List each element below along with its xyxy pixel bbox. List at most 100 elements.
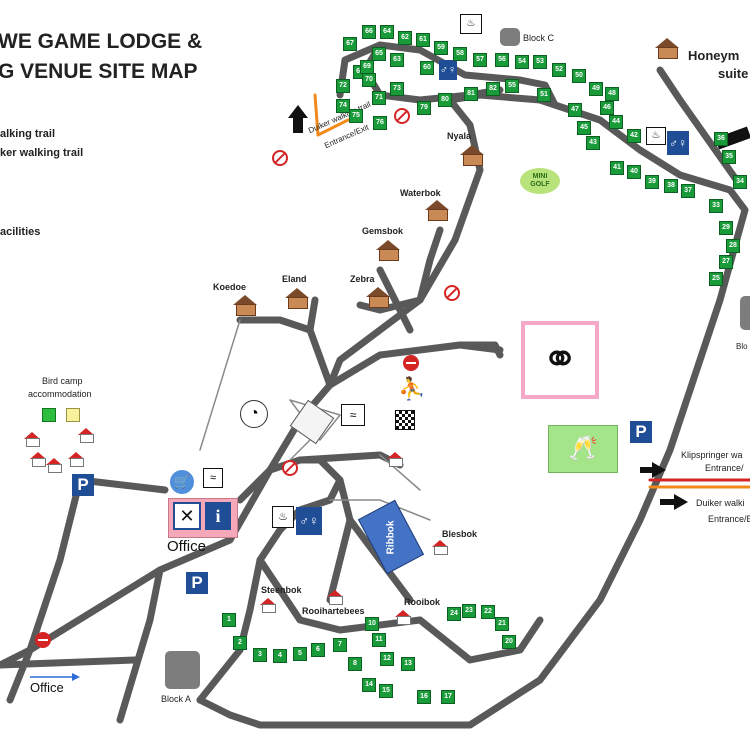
campsite-8[interactable]: 8 [348, 657, 362, 671]
chalet-steenbok-icon [260, 598, 276, 613]
campsite-3[interactable]: 3 [253, 648, 267, 662]
restaurant-icon: ✕ [173, 502, 201, 530]
campsite-54[interactable]: 54 [515, 55, 529, 69]
campsite-82[interactable]: 82 [486, 82, 500, 96]
campsite-62[interactable]: 62 [398, 31, 412, 45]
campsite-47[interactable]: 47 [568, 103, 582, 117]
campsite-34[interactable]: 34 [733, 175, 747, 189]
campsite-69[interactable]: 69 [360, 60, 374, 74]
campsite-56[interactable]: 56 [495, 53, 509, 67]
campsite-39[interactable]: 39 [645, 175, 659, 189]
campsite-73[interactable]: 73 [390, 82, 404, 96]
campsite-52[interactable]: 52 [552, 63, 566, 77]
office-direction-label: Office [30, 680, 64, 695]
campsite-14[interactable]: 14 [362, 678, 376, 692]
campsite-45[interactable]: 45 [577, 121, 591, 135]
campsite-15[interactable]: 15 [379, 684, 393, 698]
campsite-55[interactable]: 55 [505, 79, 519, 93]
duiker-trail [313, 93, 350, 137]
campsite-59[interactable]: 59 [434, 41, 448, 55]
wedding-venue[interactable]: ⚭ [521, 321, 599, 399]
campsite-11[interactable]: 11 [372, 633, 386, 647]
campsite-5[interactable]: 5 [293, 647, 307, 661]
bird-camp-hut-icon [68, 452, 84, 467]
chalet-road-1 [236, 226, 444, 389]
campsite-13[interactable]: 13 [401, 657, 415, 671]
champagne-venue[interactable]: 🥂 [548, 425, 618, 473]
campsite-71[interactable]: 71 [372, 91, 386, 105]
campsite-74[interactable]: 74 [336, 99, 350, 113]
campsite-67[interactable]: 67 [343, 37, 357, 51]
bird-camp-green-swatch [42, 408, 56, 422]
campsite-12[interactable]: 12 [380, 652, 394, 666]
braai-icon: ♨ [272, 506, 294, 528]
campsite-81[interactable]: 81 [464, 87, 478, 101]
campsite-53[interactable]: 53 [533, 55, 547, 69]
campsite-33[interactable]: 33 [709, 199, 723, 213]
campsite-51[interactable]: 51 [537, 88, 551, 102]
campsite-57[interactable]: 57 [473, 53, 487, 67]
ribbok-label: Ribbok [385, 520, 397, 554]
campsite-76[interactable]: 76 [373, 116, 387, 130]
campsite-24[interactable]: 24 [447, 607, 461, 621]
campsite-25[interactable]: 25 [709, 272, 723, 286]
campsite-49[interactable]: 49 [589, 82, 603, 96]
campsite-29[interactable]: 29 [719, 221, 733, 235]
campsite-63[interactable]: 63 [390, 53, 404, 67]
campsite-46[interactable]: 46 [600, 101, 614, 115]
braai-icon: ♨ [646, 127, 666, 145]
campsite-80[interactable]: 80 [438, 93, 452, 107]
campsite-16[interactable]: 16 [417, 690, 431, 704]
campsite-36[interactable]: 36 [714, 132, 728, 146]
duiker-right-label-line2: Entrance/E [708, 514, 750, 524]
campsite-44[interactable]: 44 [609, 115, 623, 129]
campsite-27[interactable]: 27 [719, 255, 733, 269]
campsite-28[interactable]: 28 [726, 239, 740, 253]
trail-arrow-up-icon [288, 105, 308, 133]
campsite-4[interactable]: 4 [273, 649, 287, 663]
chess-icon [395, 410, 415, 430]
campsite-72[interactable]: 72 [336, 79, 350, 93]
campsite-10[interactable]: 10 [365, 617, 379, 631]
info-icon: i [205, 502, 231, 530]
caravan-icon [165, 651, 200, 689]
klipspringer-entrance-arrow-stem [640, 467, 654, 473]
campsite-61[interactable]: 61 [416, 33, 430, 47]
campsite-79[interactable]: 79 [417, 101, 431, 115]
campsite-6[interactable]: 6 [311, 643, 325, 657]
no-pedestrian-icon [444, 285, 460, 301]
honeymoon-label-line1: Honeym [688, 48, 740, 63]
campsite-22[interactable]: 22 [481, 605, 495, 619]
main-road [0, 341, 504, 669]
bird-camp-label-line1: Bird camp [42, 376, 83, 386]
campsite-41[interactable]: 41 [610, 161, 624, 175]
campsite-70[interactable]: 70 [362, 73, 376, 87]
campsite-66[interactable]: 66 [362, 25, 376, 39]
campsite-43[interactable]: 43 [586, 136, 600, 150]
campsite-2[interactable]: 2 [233, 636, 247, 650]
parking-icon: P [72, 474, 94, 496]
campsite-64[interactable]: 64 [380, 25, 394, 39]
campsite-58[interactable]: 58 [453, 47, 467, 61]
chalet-blesbok-icon [432, 540, 448, 555]
campsite-65[interactable]: 65 [372, 47, 386, 61]
chalet-waterbok-icon [425, 200, 449, 221]
chalet-rooibok-label: Rooibok [404, 597, 440, 607]
campsite-60[interactable]: 60 [420, 61, 434, 75]
campsite-38[interactable]: 38 [664, 179, 678, 193]
campsite-1[interactable]: 1 [222, 613, 236, 627]
campsite-37[interactable]: 37 [681, 184, 695, 198]
chalet-koedoe-label: Koedoe [213, 282, 247, 292]
campsite-21[interactable]: 21 [495, 617, 509, 631]
campsite-7[interactable]: 7 [333, 638, 347, 652]
campsite-50[interactable]: 50 [572, 69, 586, 83]
campsite-35[interactable]: 35 [722, 150, 736, 164]
campsite-23[interactable]: 23 [462, 604, 476, 618]
campsite-42[interactable]: 42 [627, 129, 641, 143]
campsite-20[interactable]: 20 [502, 635, 516, 649]
campsite-75[interactable]: 75 [349, 109, 363, 123]
campsite-48[interactable]: 48 [605, 87, 619, 101]
campsite-40[interactable]: 40 [627, 165, 641, 179]
campsite-17[interactable]: 17 [441, 690, 455, 704]
